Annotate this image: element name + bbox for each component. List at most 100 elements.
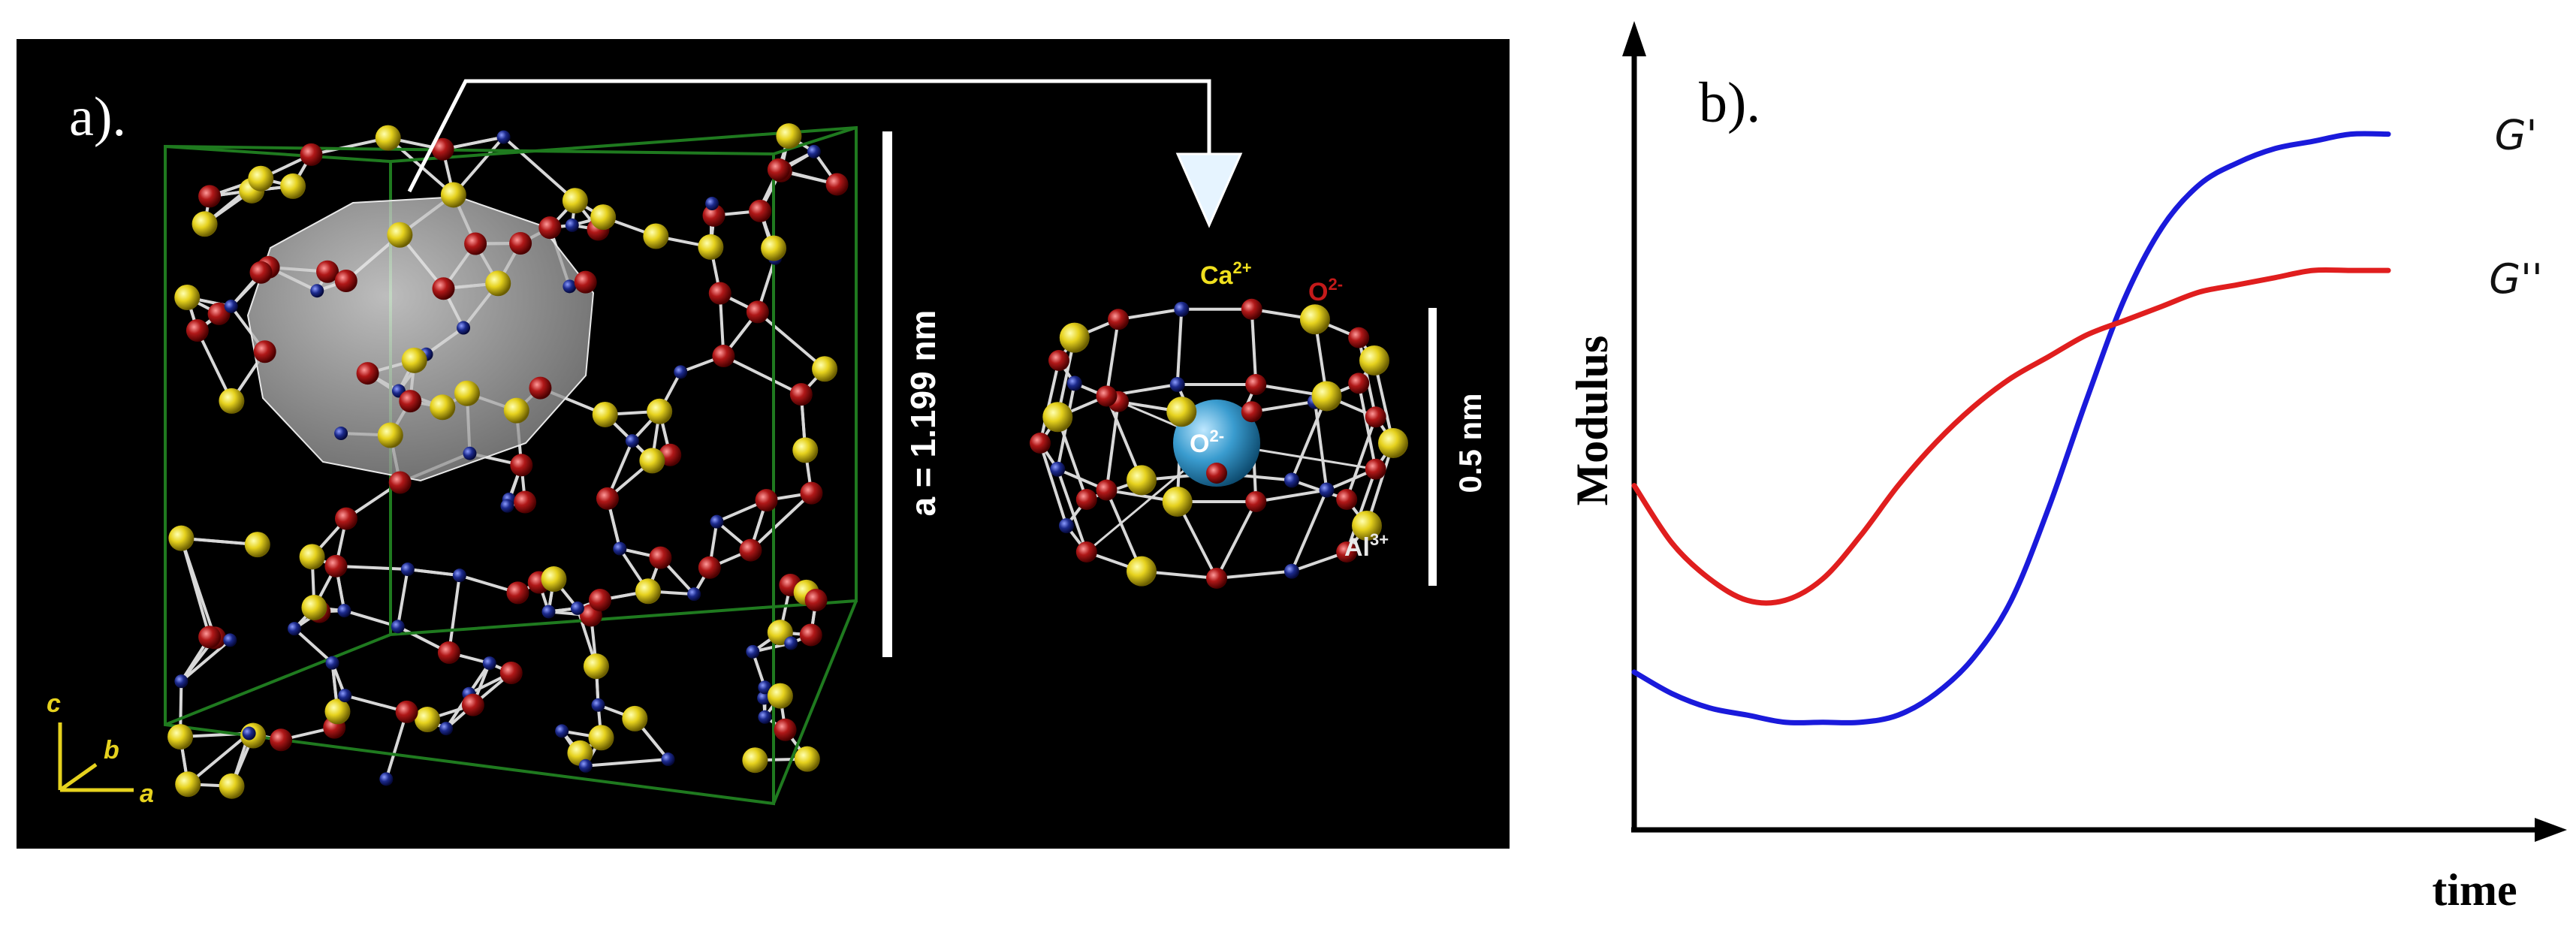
calcium-atom [1352, 511, 1382, 541]
cage-bond [1251, 400, 1316, 414]
aluminium-atom [674, 365, 688, 379]
bond [502, 136, 577, 202]
center-ion-label: O2- [1190, 427, 1224, 458]
cage-bond [1118, 307, 1182, 321]
calcium-atom [192, 211, 218, 237]
oxygen-atom [596, 487, 619, 510]
unit-cell-edge [772, 600, 858, 804]
calcium-atom [387, 222, 413, 248]
aluminium-atom [287, 622, 301, 636]
oxygen-atom [1206, 568, 1227, 589]
aluminium-atom [625, 434, 639, 448]
calcium-atom [280, 173, 306, 199]
calcium-atom [430, 394, 456, 421]
aluminium-atom [457, 321, 471, 335]
cage-bond [1357, 382, 1377, 470]
cage-bond [1056, 469, 1088, 553]
calcium-atom [174, 285, 201, 311]
oxygen-atom [1108, 309, 1130, 330]
oxygen-atom [510, 454, 533, 477]
oxygen-atom [755, 489, 778, 512]
calcium-atom [635, 578, 661, 605]
oxygen-atom [186, 318, 209, 342]
oxygen-atom [464, 232, 487, 255]
oxygen-atom [739, 538, 762, 562]
calcium-atom [1359, 345, 1389, 376]
center-ion-symbol: O [1190, 430, 1209, 458]
unit-cell-edge [164, 145, 391, 163]
calcium-atom [794, 746, 820, 772]
calcium-atom [1311, 381, 1342, 412]
oxygen-atom [712, 345, 735, 368]
cage-bond [1039, 442, 1068, 526]
aluminium-atom [242, 726, 256, 740]
aluminium-atom [687, 587, 701, 602]
oxygen-atom [1096, 385, 1118, 407]
aluminium-atom [223, 633, 237, 647]
calcium-atom [301, 594, 327, 620]
aluminium-atom [784, 636, 798, 650]
oxygen-atom [461, 693, 484, 716]
cage-bond [1345, 469, 1377, 553]
calcium-atom [248, 165, 274, 192]
calcium-atom [622, 705, 648, 731]
aluminium-atom [482, 656, 496, 671]
aluminium-atom [500, 499, 514, 513]
oxygen-atom [574, 270, 597, 294]
unit-cell-edge [773, 126, 857, 155]
aluminium-atom [338, 689, 352, 703]
cell-dimension-label: a = 1.199 nm [903, 310, 943, 517]
calcium-atom [375, 125, 401, 151]
calcium-atom [1378, 428, 1408, 458]
oxygen-atom [746, 300, 769, 324]
oxygen-atom [800, 481, 823, 505]
x-axis-arrowhead [2535, 818, 2567, 842]
oxygen-atom [334, 270, 357, 293]
calcium-atom [592, 401, 618, 427]
oxygen-atom [1030, 433, 1051, 454]
calcium-atom [761, 235, 787, 261]
series-line-g-prime [1631, 131, 2391, 725]
oxygen-atom [399, 390, 422, 413]
cell-scale-bar [882, 131, 892, 657]
oxygen-atom [774, 718, 797, 741]
oxygen-atom [767, 158, 790, 181]
series-line-g-double-prime [1631, 267, 2391, 606]
bond [407, 568, 460, 578]
bond [311, 136, 389, 156]
calcium-atom [698, 234, 724, 260]
calcium-atom [401, 347, 427, 373]
oxygen-atom [432, 277, 455, 300]
oxygen-atom [1048, 350, 1069, 371]
oxygen-atom [324, 554, 348, 578]
calcium-atom [377, 422, 403, 448]
calcium-atom [1127, 465, 1157, 496]
oxygen-atom [1336, 489, 1358, 510]
bond [336, 564, 408, 572]
cage-bond [1290, 489, 1329, 572]
panel-a: O2- a = 1.199 nm 0.5 nm Ca2+ O2- Al3+ c … [17, 39, 1510, 849]
center-ion-charge: 2- [1209, 427, 1224, 445]
oxygen-atom [395, 700, 418, 723]
oxygen-atom [1241, 298, 1262, 320]
y-axis-label: Modulus [1567, 336, 1617, 506]
aluminium-atom [1169, 377, 1185, 393]
x-axis-label: time [2432, 865, 2517, 915]
aluminium-atom [1050, 461, 1066, 477]
calcium-atom [454, 380, 480, 406]
oxygen-atom [1348, 372, 1370, 394]
oxygen-atom [588, 588, 611, 611]
oxygen-atom [431, 137, 454, 161]
bond [750, 492, 813, 552]
aluminium-atom [563, 279, 577, 294]
calcium-atom [1042, 402, 1073, 433]
oxygen-atom [708, 282, 731, 305]
panel-b-label: b). [1699, 71, 1760, 134]
oxygen-atom [1336, 541, 1358, 562]
axis-triad [58, 722, 134, 792]
calcium-atom [503, 397, 529, 424]
aluminium-atom [613, 541, 627, 556]
oxygen-atom [1365, 458, 1386, 480]
oxygen-atom [649, 546, 672, 569]
cage-bond [1216, 569, 1293, 580]
